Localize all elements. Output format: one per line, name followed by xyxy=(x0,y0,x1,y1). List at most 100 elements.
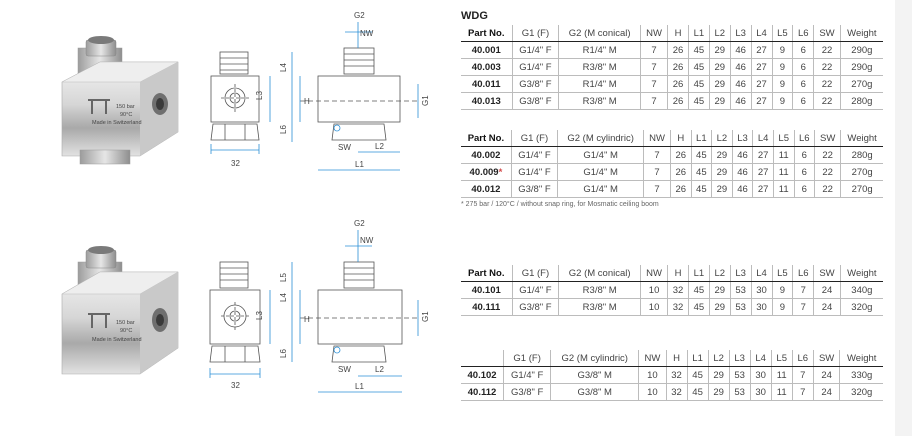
product-photo-bottom: 150 bar 90°C Made in Switzerland xyxy=(61,246,179,375)
side-view-top xyxy=(291,22,420,171)
table-cell: 6 xyxy=(792,92,814,110)
column-header: L4 xyxy=(750,25,772,42)
marking-line3: Made in Switzerland xyxy=(92,120,142,126)
column-header: L4 xyxy=(752,130,774,147)
column-header: L1 xyxy=(688,25,710,42)
column-header: NW xyxy=(643,130,671,147)
column-header: L5 xyxy=(772,130,795,147)
column-header: NW xyxy=(640,25,668,42)
table-cell: 46 xyxy=(729,41,752,59)
column-header: NW xyxy=(640,265,668,282)
table-cell: R3/8" M xyxy=(558,58,641,76)
table-cell: G1/4" M xyxy=(557,180,644,198)
table-cell: 30 xyxy=(750,281,772,299)
table-cell: 320g xyxy=(839,383,883,401)
table-cell: 7 xyxy=(643,163,671,181)
table-cell: 29 xyxy=(711,163,733,181)
table-cell: 32 xyxy=(665,366,688,384)
table-cell: 24 xyxy=(812,366,840,384)
table-cell: 27 xyxy=(750,75,772,93)
section-title: WDG xyxy=(461,10,488,22)
table-cell: 30 xyxy=(750,298,772,316)
table-cell: 26 xyxy=(667,58,689,76)
table-cell: 7 xyxy=(640,92,668,110)
table-cell: 53 xyxy=(728,366,751,384)
table-cell: 10 xyxy=(640,298,668,316)
table-cell: 6 xyxy=(792,75,814,93)
table-cell: 26 xyxy=(669,163,692,181)
table-cell: 27 xyxy=(750,92,772,110)
table-cell: G3/8" F xyxy=(503,383,551,401)
marking-line2-b: 90°C xyxy=(120,328,132,334)
table-cell: 53 xyxy=(728,383,751,401)
label-sw-bottom: SW xyxy=(338,365,351,374)
table-cell: 280g xyxy=(839,92,883,110)
table-cell: 29 xyxy=(708,58,731,76)
table-cell: 9 xyxy=(771,281,793,299)
table-cell: 6 xyxy=(793,146,815,164)
column-header: SW xyxy=(812,350,840,367)
label-nw-top: NW xyxy=(360,29,374,38)
table-cell: 45 xyxy=(686,366,709,384)
table-cell: G3/8" M xyxy=(550,383,639,401)
table-cell: G1/4" F xyxy=(510,163,558,181)
table-cell: 9 xyxy=(771,41,793,59)
table-cell: 270g xyxy=(839,75,883,93)
table-cell: 45 xyxy=(688,92,710,110)
table-cell: 29 xyxy=(708,281,731,299)
table-cell: 29 xyxy=(708,41,731,59)
column-header: L3 xyxy=(731,130,753,147)
table-cell: R1/4" M xyxy=(558,41,641,59)
table-cell: G3/8" F xyxy=(511,298,559,316)
table-cell: 7 xyxy=(792,298,814,316)
table-cell: 24 xyxy=(813,298,841,316)
table-cell: 10 xyxy=(638,383,667,401)
table-cell: G3/8" F xyxy=(511,92,559,110)
table-cell: G1/4" F xyxy=(511,281,559,299)
label-g2-bottom: G2 xyxy=(354,219,365,228)
table-cell: G1/4" F xyxy=(511,58,559,76)
part-number-cell: 40.111 xyxy=(461,298,512,316)
column-header: G1 (F) xyxy=(503,350,551,367)
table-cell: 22 xyxy=(814,180,841,198)
table-cell: 45 xyxy=(690,180,712,198)
table-cell: 7 xyxy=(643,180,671,198)
table-cell: G3/8" F xyxy=(510,180,558,198)
table-cell: 7 xyxy=(640,75,668,93)
table-cell: 290g xyxy=(839,58,883,76)
table-cell: 29 xyxy=(708,75,731,93)
column-header: G1 (F) xyxy=(511,25,559,42)
table-cell: 45 xyxy=(690,163,712,181)
table-cell: 7 xyxy=(792,281,814,299)
label-g1-top: G1 xyxy=(421,95,430,106)
table-cell: 29 xyxy=(707,383,730,401)
table-cell: 32 xyxy=(665,383,688,401)
table-cell: 29 xyxy=(708,92,731,110)
table-cell: G1/4" F xyxy=(511,41,559,59)
product-photo-top: 150 bar 90°C Made in Switzerland xyxy=(61,36,179,165)
column-header: Weight xyxy=(839,265,883,282)
table-cell: 7 xyxy=(643,146,671,164)
table-cell: 46 xyxy=(729,75,752,93)
label-l5-bottom: L5 xyxy=(279,273,288,282)
table-cell: 22 xyxy=(813,58,841,76)
column-header: L5 xyxy=(770,350,793,367)
table-cell: 9 xyxy=(771,92,793,110)
marking-line1: 150 bar xyxy=(116,104,135,110)
column-header: L1 xyxy=(688,265,710,282)
column-header: L2 xyxy=(707,350,730,367)
table-cell: 22 xyxy=(813,92,841,110)
table-cell: 7 xyxy=(640,41,668,59)
table-cell: 46 xyxy=(729,92,752,110)
column-header: L6 xyxy=(792,25,814,42)
part-number-cell: 40.011 xyxy=(461,75,512,93)
label-l2-bottom: L2 xyxy=(375,365,384,374)
table-cell: R3/8" M xyxy=(558,281,641,299)
table-cell: 10 xyxy=(640,281,668,299)
